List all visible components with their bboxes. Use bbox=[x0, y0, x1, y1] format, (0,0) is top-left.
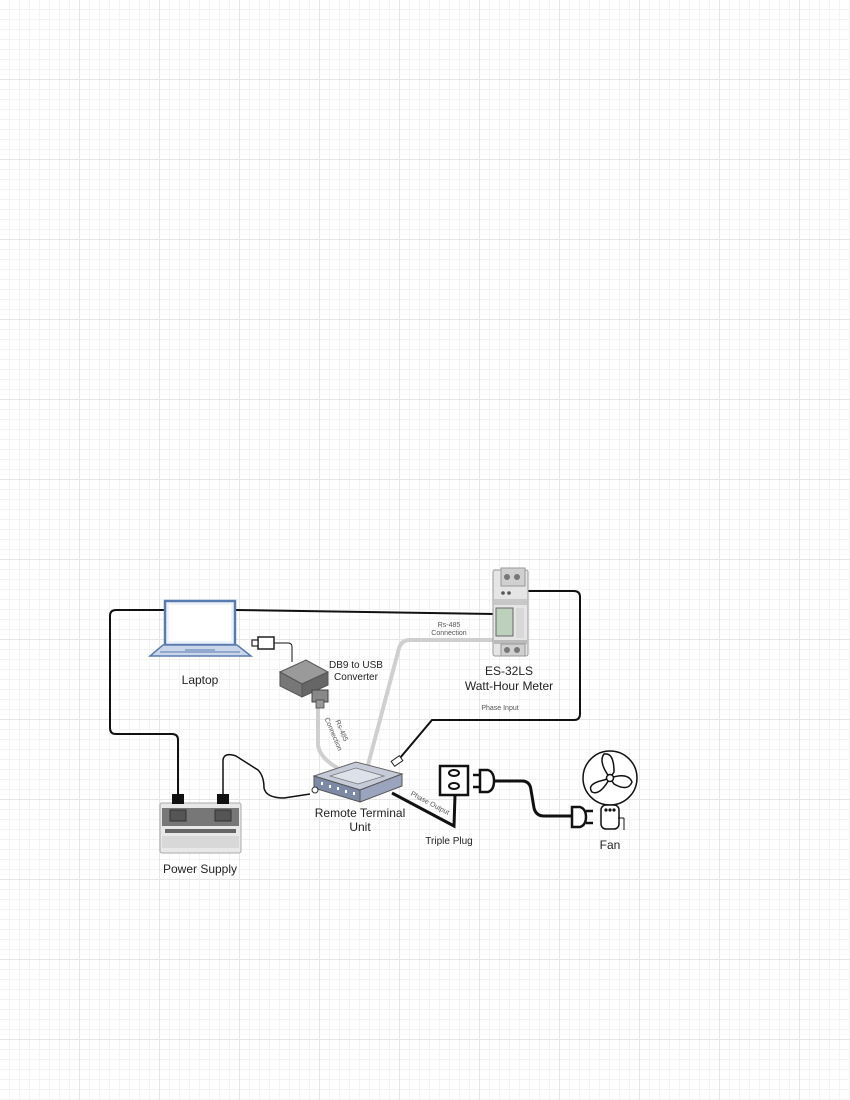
rtu-power-jack bbox=[311, 786, 319, 794]
db9-label-line1: DB9 to USB bbox=[329, 660, 383, 671]
meter-brand-strip bbox=[494, 599, 527, 605]
rtu-top-step bbox=[328, 767, 386, 785]
phase-input-wire[interactable] bbox=[399, 590, 581, 759]
db9-usb-converter[interactable] bbox=[278, 659, 330, 709]
phase-input-label: Phase Input bbox=[481, 705, 518, 712]
meter-terminal-4 bbox=[514, 647, 520, 653]
triple-plug[interactable] bbox=[438, 764, 496, 797]
outlet-plug bbox=[478, 768, 496, 794]
meter-label-line1: ES-32LS bbox=[485, 664, 533, 678]
power-supply-outlet-1 bbox=[169, 809, 187, 822]
power-supply-plug-2 bbox=[217, 794, 229, 804]
meter-display bbox=[495, 607, 514, 637]
fan-blades bbox=[589, 753, 633, 794]
outlet-socket-bottom bbox=[448, 782, 460, 790]
power-supply-label: Power Supply bbox=[163, 862, 237, 876]
laptop-label: Laptop bbox=[182, 673, 219, 687]
meter-top-cap bbox=[500, 567, 526, 587]
laptop-screen-inner bbox=[169, 605, 231, 641]
rs485-wire-meter-to-rtu[interactable] bbox=[366, 638, 494, 766]
power-supply-lower bbox=[162, 836, 239, 848]
triple-plug-label: Triple Plug bbox=[425, 836, 472, 847]
meter-terminal-1 bbox=[504, 574, 510, 580]
remote-terminal-unit[interactable] bbox=[311, 754, 404, 803]
meter-side-label bbox=[516, 608, 524, 638]
fan[interactable] bbox=[570, 750, 638, 830]
rtu-ports bbox=[321, 782, 355, 795]
rs485-top-label-line1: Rs-485 bbox=[438, 622, 461, 629]
rtu-antenna-connector bbox=[390, 754, 404, 768]
wire-laptop-to-meter[interactable] bbox=[235, 609, 495, 615]
power-supply-plug-1 bbox=[172, 794, 184, 804]
wire-laptop-to-power-supply[interactable] bbox=[109, 609, 179, 798]
rtu-label-line2: Unit bbox=[349, 820, 371, 834]
meter-terminal-3 bbox=[504, 647, 510, 653]
watt-hour-meter[interactable] bbox=[492, 567, 529, 657]
rs485-diag-label: Rs-485 Connection bbox=[323, 717, 349, 752]
wire-converter-to-usb bbox=[274, 642, 293, 662]
meter-led-2 bbox=[507, 591, 511, 595]
power-supply-outlet-2 bbox=[214, 809, 232, 822]
meter-led-1 bbox=[501, 591, 505, 595]
laptop[interactable] bbox=[147, 599, 254, 657]
meter-label-line2: Watt-Hour Meter bbox=[465, 679, 553, 693]
power-supply-strip bbox=[165, 829, 236, 833]
usb-plug[interactable] bbox=[251, 636, 275, 650]
fan-buttons bbox=[604, 808, 616, 812]
db9-connector-lower bbox=[315, 699, 325, 709]
fan-plug bbox=[570, 805, 588, 829]
meter-terminal-2 bbox=[514, 574, 520, 580]
wire-triple-plug-to-fan[interactable] bbox=[494, 779, 572, 818]
rs485-top-label-line2: Connection bbox=[431, 630, 467, 637]
wires bbox=[109, 590, 581, 829]
rtu-side bbox=[359, 773, 403, 803]
power-supply[interactable] bbox=[159, 794, 242, 854]
converter-right bbox=[301, 671, 329, 698]
fan-label: Fan bbox=[600, 838, 621, 852]
usb-plug-tip bbox=[251, 639, 259, 647]
meter-bottom-strip bbox=[494, 640, 527, 644]
usb-plug-body bbox=[257, 636, 275, 650]
db9-label-line2: Converter bbox=[334, 672, 379, 683]
wire-power-supply-to-rtu[interactable] bbox=[222, 753, 311, 799]
rtu-label-line1: Remote Terminal bbox=[315, 806, 405, 820]
fan-hub bbox=[605, 773, 615, 783]
outlet-socket-top bbox=[448, 769, 460, 777]
phase-output-wire[interactable] bbox=[391, 791, 457, 829]
